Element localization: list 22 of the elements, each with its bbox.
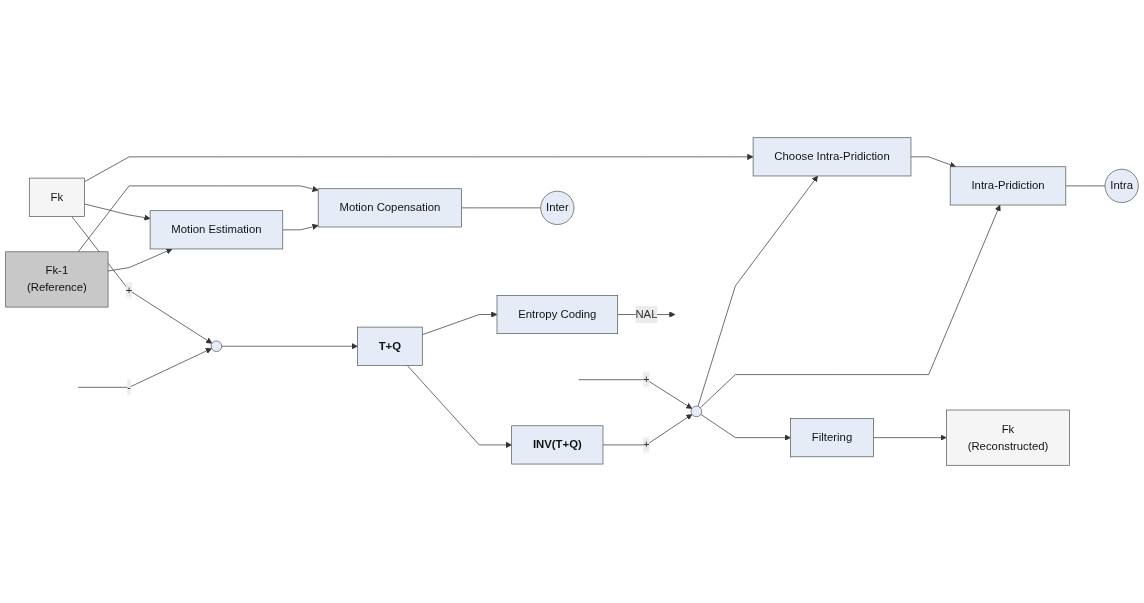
- node-box: INV(T+Q): [511, 425, 604, 465]
- connector: [461, 207, 542, 209]
- node-circle: [690, 405, 703, 418]
- node-circle: [210, 340, 223, 352]
- node-box: Fk (Reconstructed): [946, 409, 1070, 466]
- edge-label: +: [125, 283, 133, 296]
- edge-label: +: [643, 373, 650, 386]
- node-box: Fk-1 (Reference): [5, 251, 109, 308]
- node-box: Fk: [28, 177, 85, 217]
- node-box: Motion Estimation: [149, 210, 284, 250]
- edge-label: NAL: [635, 308, 658, 321]
- edge-label: +: [643, 438, 650, 451]
- node-box: Filtering: [790, 418, 874, 458]
- node-box: Choose Intra-Pridiction: [752, 137, 912, 177]
- connector: [1065, 185, 1106, 187]
- node-box: T+Q: [357, 326, 423, 366]
- node-box: Motion Copensation: [317, 188, 462, 228]
- node-circle: Intra: [1104, 168, 1139, 203]
- node-box: Intra-Pridiction: [949, 166, 1067, 206]
- node-circle: Inter: [540, 190, 575, 225]
- edge-label: -: [127, 380, 131, 393]
- node-box: Entropy Coding: [496, 295, 619, 334]
